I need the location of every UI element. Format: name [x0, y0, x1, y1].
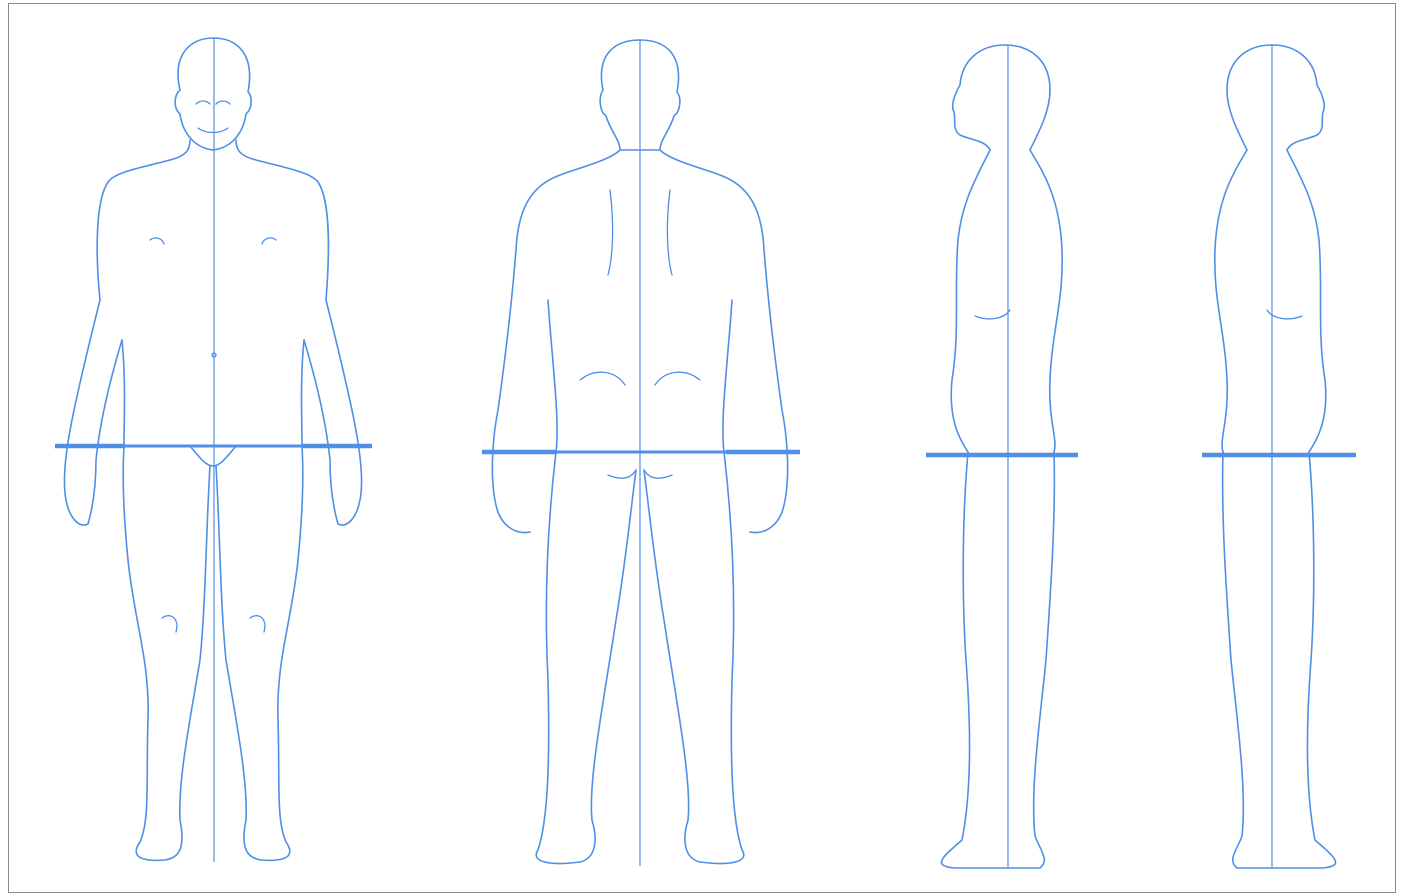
- front-view-figure: [64, 38, 361, 860]
